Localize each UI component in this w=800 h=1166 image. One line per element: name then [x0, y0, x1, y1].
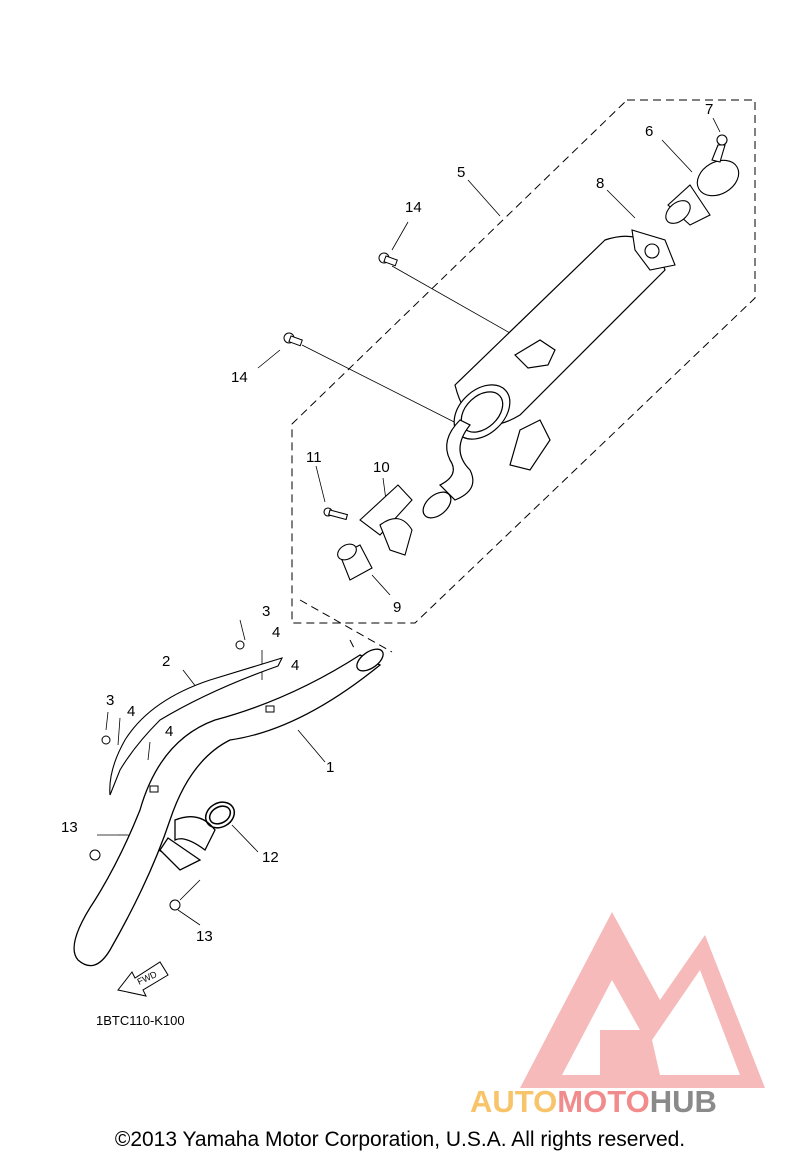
muffler [422, 235, 666, 519]
callout-13: 13 [61, 819, 78, 836]
callout-3: 3 [106, 692, 114, 709]
callout-4: 4 [291, 657, 299, 674]
bolt [283, 252, 398, 347]
callout-12: 12 [262, 849, 279, 866]
callout-2: 2 [162, 653, 170, 670]
watermark-brand: AUTOMOTOHUB [470, 1084, 717, 1120]
callout-5: 5 [457, 164, 465, 181]
callout-3: 3 [262, 603, 270, 620]
callout-7: 7 [705, 101, 713, 118]
heat-shield [109, 657, 284, 796]
callout-11: 11 [306, 449, 322, 466]
callout-4: 4 [127, 703, 135, 720]
gasket [631, 229, 676, 271]
callout-6: 6 [645, 123, 653, 140]
clamp [323, 484, 413, 556]
callout-13: 13 [196, 928, 213, 945]
exhaust-pipe [73, 648, 384, 967]
copyright-notice: ©2013 Yamaha Motor Corporation, U.S.A. A… [114, 1128, 686, 1151]
callout-4: 4 [165, 723, 173, 740]
tailpipe [665, 134, 740, 226]
callout-14: 14 [405, 199, 422, 216]
brand-moto: MOTO [557, 1084, 650, 1119]
brand-hub: HUB [649, 1084, 717, 1119]
callout-4: 4 [272, 624, 280, 641]
joint-pipe [337, 543, 373, 581]
diagram-code: 1BTC110-K100 [96, 1013, 185, 1028]
fwd-arrow-icon: FWD [117, 961, 169, 997]
callout-9: 9 [393, 599, 401, 616]
callout-10: 10 [373, 459, 390, 476]
watermark-logo-icon [520, 912, 765, 1088]
brand-auto: AUTO [470, 1084, 558, 1119]
callout-1: 1 [326, 759, 334, 776]
exhaust-gasket [204, 801, 236, 829]
group-outline [291, 99, 756, 653]
callout-14: 14 [231, 369, 248, 386]
callout-8: 8 [596, 175, 604, 192]
nut [89, 640, 275, 911]
